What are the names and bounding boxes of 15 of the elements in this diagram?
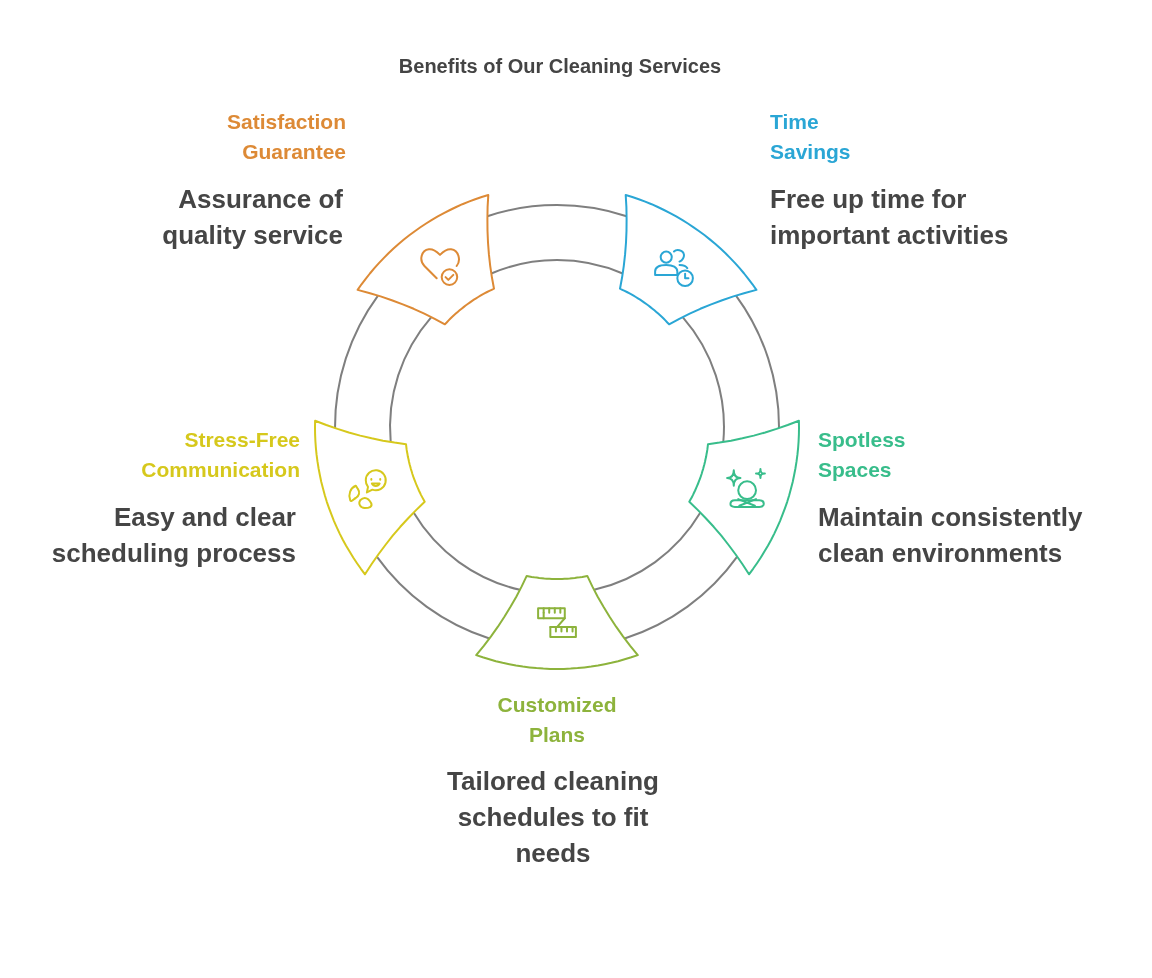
benefit-description: Maintain consistently clean environments — [818, 501, 1084, 570]
benefit-description: Tailored cleaning schedules to fit needs — [446, 765, 660, 870]
benefit-description: Free up time for important activities — [770, 183, 1010, 252]
ring-connector — [375, 511, 521, 640]
benefit-heading: Customized Plans — [496, 692, 618, 748]
ring-connector — [593, 511, 739, 640]
diagram-title: Benefits of Our Cleaning Services — [397, 54, 723, 79]
ring-connector — [681, 294, 780, 443]
benefit-heading: Time Savings — [770, 109, 852, 165]
benefit-description: Assurance of quality service — [161, 183, 343, 252]
benefit-heading: Stress-Free Communication — [140, 427, 300, 483]
benefit-heading: Spotless Spaces — [818, 427, 907, 483]
ring-connector — [334, 294, 433, 443]
benefit-description: Easy and clear scheduling process — [50, 501, 296, 570]
benefit-heading: Satisfaction Guarantee — [225, 109, 346, 165]
